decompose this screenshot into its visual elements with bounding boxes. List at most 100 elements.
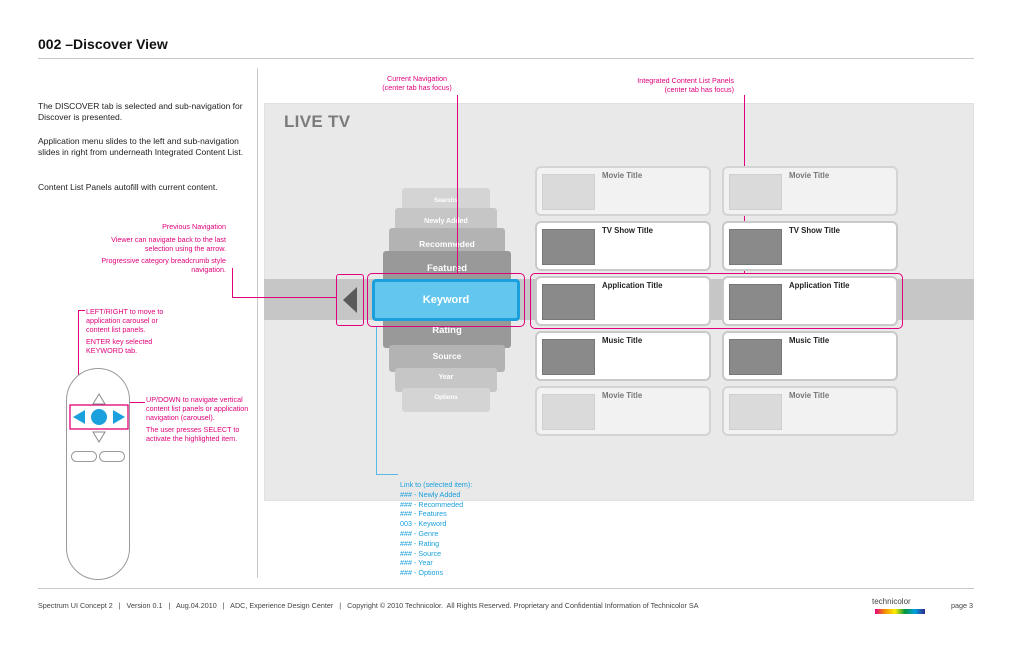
description-1: The DISCOVER tab is selected and sub-nav… [38, 101, 243, 122]
annotation-line: (center tab has focus) [664, 85, 734, 94]
panel-title: Movie Title [602, 171, 643, 180]
content-panel-focused[interactable]: Application Title [535, 276, 711, 326]
link-item: ### - Recommeded [400, 499, 464, 509]
link-leader [376, 327, 377, 475]
annotation-line: Previous Navigation [162, 222, 226, 231]
annotation-line: Integrated Content List Panels [637, 76, 734, 85]
right-arrow-icon[interactable] [113, 410, 125, 424]
screen-title: LIVE TV [284, 112, 351, 131]
annotation-leader [127, 402, 145, 403]
footer-rule [38, 588, 974, 589]
thumbnail [542, 339, 595, 375]
brand-color-bar [875, 609, 925, 614]
dpad [69, 393, 129, 443]
description-2: Application menu slides to the left and … [38, 136, 244, 157]
carousel-item-keyword[interactable]: Keyword [372, 279, 520, 321]
panel-title: Music Title [789, 336, 830, 345]
content-panels-annotation: Integrated Content List Panels (center t… [590, 76, 734, 94]
panel-title: Music Title [602, 336, 643, 345]
carousel-item-source[interactable]: Source [389, 345, 505, 372]
annotation-line: content list panels or application [146, 404, 249, 413]
annotation-line: application carousel or [86, 316, 158, 325]
annotation-line: UP/DOWN to navigate vertical [146, 395, 243, 404]
panel-title: Movie Title [789, 391, 830, 400]
annotation-line: navigation (carousel). [146, 413, 215, 422]
link-leader [376, 474, 398, 475]
content-panel[interactable]: Movie Title [535, 166, 711, 216]
panel-title: TV Show Title [789, 226, 840, 235]
page-number: page 3 [951, 601, 973, 610]
thumbnail [542, 394, 595, 430]
annotation-line: activate the highlighted item. [146, 434, 238, 443]
down-arrow-icon[interactable] [92, 431, 106, 443]
description-3: Content List Panels autofill with curren… [38, 182, 218, 192]
content-panel[interactable]: TV Show Title [722, 221, 898, 271]
annotation-leader [232, 297, 336, 298]
annotation-line: Progressive category breadcrumb style [101, 256, 226, 265]
content-panel[interactable]: Movie Title [535, 386, 711, 436]
current-nav-highlight [367, 273, 525, 327]
annotation-leader [78, 310, 85, 311]
link-item: ### - Newly Added [400, 489, 461, 499]
annotation-line: KEYWORD tab. [86, 346, 138, 355]
content-panel-focused[interactable]: Application Title [722, 276, 898, 326]
link-item: ### - Genre [400, 528, 439, 538]
link-list: Link to (selected item): ### - Newly Add… [400, 480, 472, 578]
dpad-highlight [69, 404, 129, 430]
content-panel[interactable]: Movie Title [722, 386, 898, 436]
thumbnail [542, 284, 595, 320]
thumbnail [729, 229, 782, 265]
content-panels-highlight [530, 273, 903, 329]
annotation-line: Viewer can navigate back to the last [111, 235, 226, 244]
left-arrow-icon[interactable] [73, 410, 85, 424]
thumbnail [542, 229, 595, 265]
remote-button[interactable] [99, 451, 125, 462]
annotation-line: Current Navigation [387, 74, 447, 83]
column-divider [257, 68, 258, 578]
panel-title: Movie Title [602, 391, 643, 400]
annotation-leader [232, 268, 233, 297]
carousel-item-recommeded[interactable]: Recommeded [389, 228, 505, 255]
panel-title: TV Show Title [602, 226, 653, 235]
thumbnail [729, 174, 782, 210]
content-panel[interactable]: Movie Title [722, 166, 898, 216]
left-right-annotation: LEFT/RIGHT to move to application carous… [86, 307, 186, 355]
thumbnail [729, 339, 782, 375]
current-nav-annotation: Current Navigation (center tab has focus… [362, 74, 472, 92]
up-arrow-icon[interactable] [92, 393, 106, 405]
annotation-line: (center tab has focus) [382, 83, 452, 92]
back-arrow-icon[interactable] [343, 287, 357, 313]
carousel-item-featured[interactable]: Featured [383, 251, 511, 281]
previous-nav-highlight [336, 274, 364, 326]
thumbnail [729, 284, 782, 320]
annotation-line: ENTER key selected [86, 337, 153, 346]
link-item: ### - Year [400, 558, 433, 568]
link-item: ### - Source [400, 548, 442, 558]
previous-nav-annotation: Previous Navigation Viewer can navigate … [60, 222, 226, 274]
select-button[interactable] [91, 409, 107, 425]
carousel-item-options[interactable]: Options [402, 388, 490, 412]
footer-text: Spectrum UI Concept 2 | Version 0.1 | Au… [38, 601, 699, 610]
link-item: ### - Rating [400, 538, 440, 548]
panel-title: Movie Title [789, 171, 830, 180]
annotation-leader [78, 310, 79, 409]
remote-button[interactable] [71, 451, 97, 462]
page-title: 002 –Discover View [38, 36, 168, 52]
annotation-leader [457, 95, 458, 273]
up-down-annotation: UP/DOWN to navigate vertical content lis… [146, 395, 258, 443]
thumbnail [729, 394, 782, 430]
brand-logo: technicolor [872, 597, 911, 606]
content-panel[interactable]: Music Title [535, 331, 711, 381]
annotation-line: navigation. [191, 265, 226, 274]
link-item: 003 - Keyword [400, 519, 447, 529]
link-item: ### - Options [400, 568, 444, 578]
annotation-line: LEFT/RIGHT to move to [86, 307, 164, 316]
annotation-line: selection using the arrow. [144, 244, 226, 253]
carousel-item-rating[interactable]: Rating [383, 318, 511, 348]
content-panel[interactable]: Music Title [722, 331, 898, 381]
panel-title: Application Title [602, 281, 663, 290]
link-heading: Link to (selected item): [400, 480, 473, 489]
link-item: ### - Features [400, 509, 447, 519]
annotation-line: content list panels. [86, 325, 146, 334]
content-panel[interactable]: TV Show Title [535, 221, 711, 271]
